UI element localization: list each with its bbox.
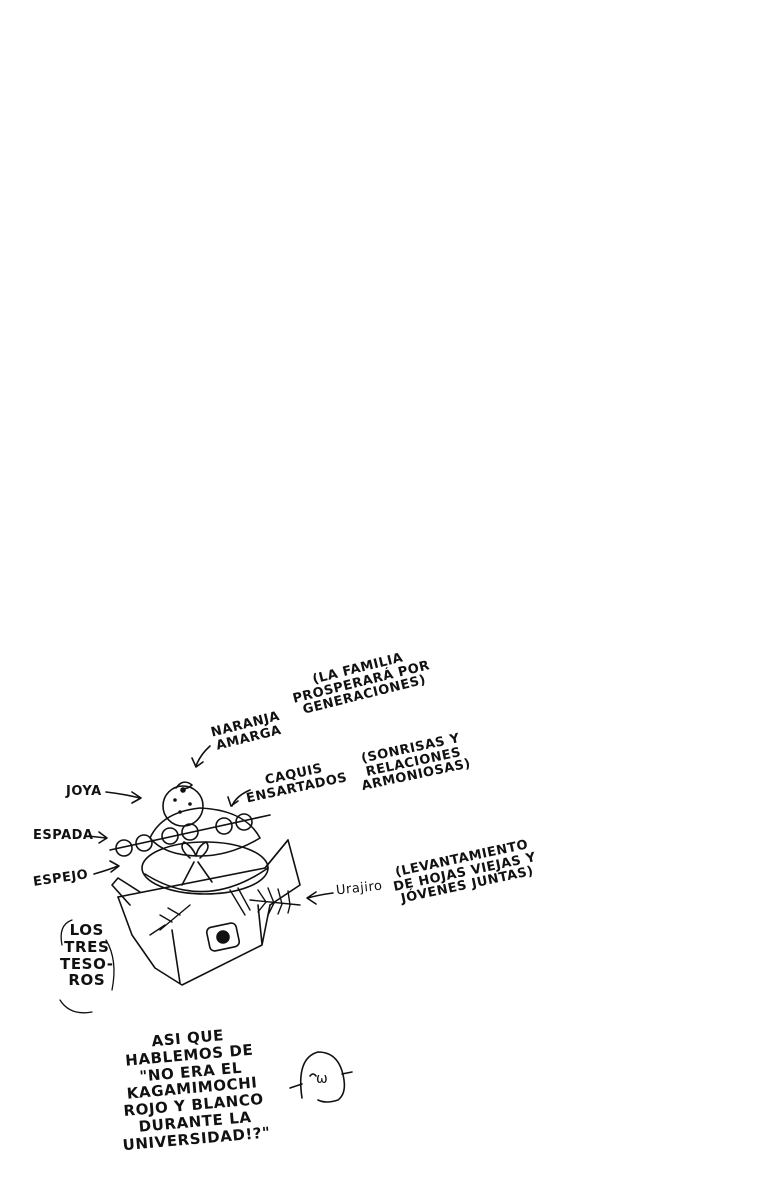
jewel-label: JOYA <box>66 784 102 799</box>
three-treasures-label: LOS TRES TESO- ROS <box>60 921 114 990</box>
bitter-orange-drawing <box>162 781 204 827</box>
tesoros-bubble <box>59 919 115 1014</box>
pointer-arrows <box>87 745 334 905</box>
persimmon-skewer-drawing <box>109 813 271 857</box>
mizuhiki-knot-drawing <box>181 841 213 886</box>
urajiro-fern-drawing <box>149 887 301 936</box>
mascot-mouth: ω <box>316 1071 329 1087</box>
sword-label: ESPADA <box>33 828 94 843</box>
mochi-bottom-drawing <box>141 841 269 895</box>
closing-comment: ASI QUE HABLEMOS DE "NO ERA EL KAGAMIMOC… <box>121 1026 272 1155</box>
mochi-top-drawing <box>149 807 261 857</box>
mascot-drawing <box>289 1051 353 1103</box>
sanbo-stand-drawing <box>111 839 301 986</box>
